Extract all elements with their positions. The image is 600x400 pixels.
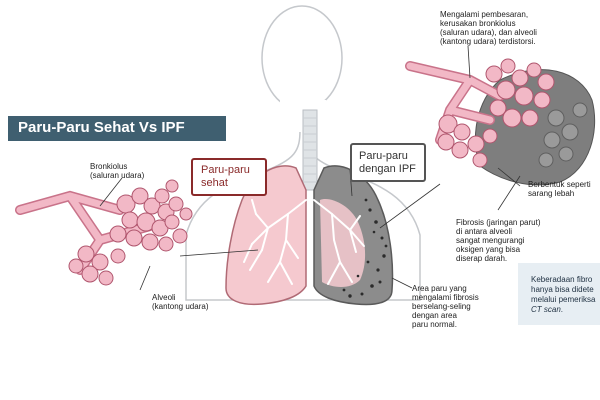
note-text: Keberadaan fibro hanya bisa didete melal…	[531, 275, 596, 314]
healthy-bronchi	[243, 199, 307, 285]
ipf-lung-label-box: Paru-paru dengan IPF	[350, 143, 426, 182]
title-bar: Paru-Paru Sehat Vs IPF	[8, 116, 226, 141]
healthy-alveoli-cluster	[15, 179, 193, 286]
enlargement-label: Mengalami pembesaran, kerusakan bronkiol…	[440, 10, 537, 46]
honeycomb-label: Berbentuk seperti sarang lebah	[528, 180, 591, 198]
fibrosis-label: Fibrosis (jaringan parut) di antara alve…	[456, 218, 541, 263]
leader-lines	[99, 45, 521, 291]
ipf-box-line-2: dengan IPF	[359, 163, 416, 175]
ipf-alveoli-cluster	[405, 58, 596, 186]
ipf-bronchi	[313, 199, 365, 285]
fibrosis-area-label: Area paru yang mengalami fibrosis bersel…	[412, 284, 479, 329]
healthy-box-line-1: Paru-paru	[201, 164, 250, 176]
page-title: Paru-Paru Sehat Vs IPF	[18, 119, 185, 136]
ipf-box-line-1: Paru-paru	[359, 150, 408, 162]
alveoli-label: Alveoli (kantong udara)	[152, 293, 209, 311]
fibrosis-dots	[342, 198, 388, 298]
trachea	[302, 109, 318, 191]
ipf-lung-inner	[320, 199, 366, 287]
healthy-lung-label-box: Paru-paru sehat	[191, 158, 267, 196]
ct-scan-note: Keberadaan fibro hanya bisa didete melal…	[518, 263, 600, 325]
ct-scan-text: CT scan	[531, 305, 561, 314]
healthy-box-line-2: sehat	[201, 177, 228, 189]
bronkiolus-label: Bronkiolus (saluran udara)	[90, 162, 145, 180]
